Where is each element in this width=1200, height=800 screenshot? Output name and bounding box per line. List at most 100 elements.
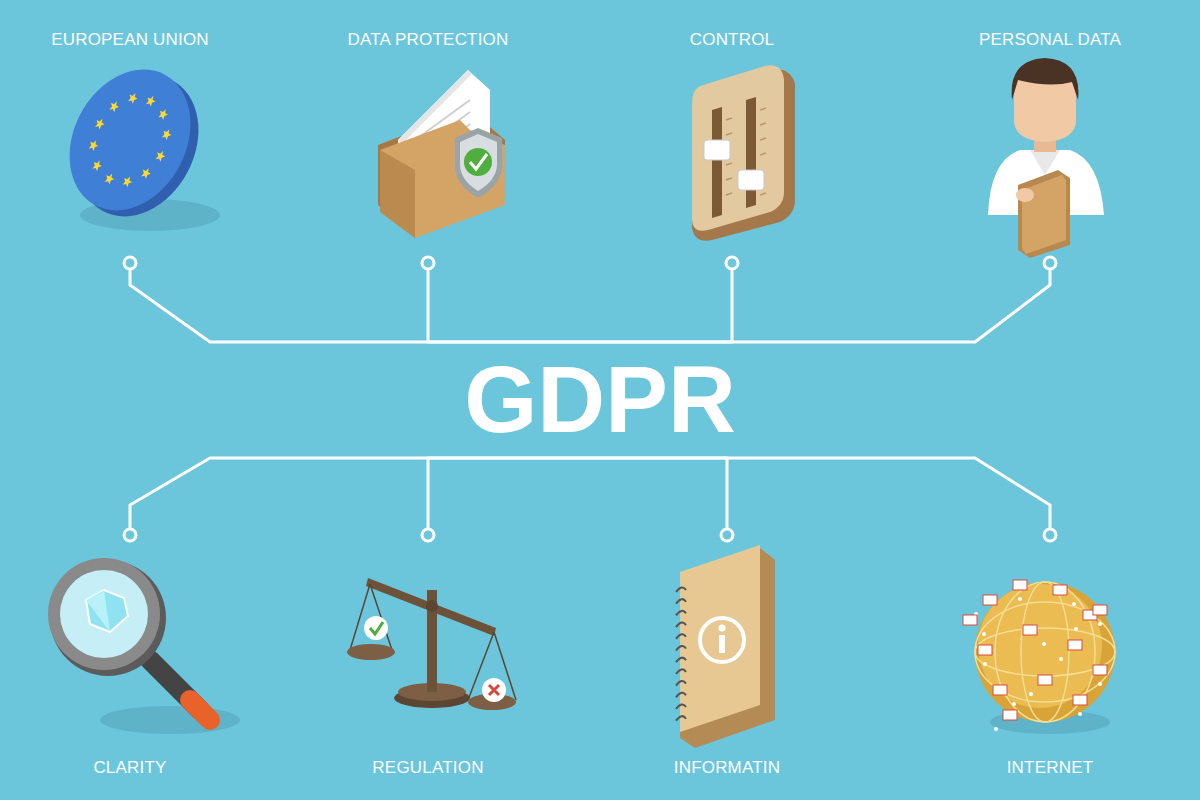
globe-icon-part-part bbox=[1013, 580, 1027, 590]
internet-node: INTERNET bbox=[950, 535, 1150, 791]
item-label: CLARITY bbox=[93, 758, 166, 778]
terminal-dot-part bbox=[422, 529, 434, 541]
globe-icon-part-part bbox=[1078, 712, 1082, 716]
item-label: REGULATION bbox=[372, 758, 483, 778]
notebook-icon-part-part bbox=[676, 623, 686, 628]
magnifier-icon-part bbox=[86, 590, 110, 632]
control-panel-icon-part-part bbox=[726, 133, 732, 135]
eu-flag-coin-part-part bbox=[121, 174, 134, 188]
magnifier-icon bbox=[48, 558, 240, 734]
regulation-node: REGULATION bbox=[318, 535, 538, 791]
item-label: INTERNET bbox=[1007, 758, 1094, 778]
control-panel-icon-part bbox=[738, 170, 764, 190]
item-label: PERSONAL DATA bbox=[979, 30, 1121, 50]
terminal-dot bbox=[124, 257, 1056, 541]
magnifier-icon-part bbox=[60, 570, 148, 658]
notebook-icon-part-part bbox=[676, 669, 686, 674]
globe-icon-part-part bbox=[1023, 625, 1037, 635]
scales-icon-part bbox=[489, 685, 499, 695]
branch-connector bbox=[428, 458, 600, 535]
item-label: CONTROL bbox=[690, 30, 775, 50]
control-panel-icon-part bbox=[746, 97, 756, 208]
information-node: INFORMATIN bbox=[627, 535, 827, 791]
globe-icon-part-part bbox=[1012, 702, 1016, 706]
notebook-icon-part-part bbox=[676, 599, 686, 604]
control-panel-icon-part-part bbox=[760, 153, 766, 155]
notebook-icon-part bbox=[700, 618, 744, 662]
notebook-icon-part-part bbox=[676, 704, 686, 709]
globe-icon-part-part bbox=[1021, 582, 1069, 722]
scales-icon bbox=[347, 578, 516, 710]
branch-connector bbox=[428, 263, 600, 342]
magnifier-icon-part bbox=[86, 590, 128, 632]
globe-icon-part-part bbox=[1059, 657, 1063, 661]
globe-icon-part-part bbox=[1018, 597, 1022, 601]
globe-icon-part-part bbox=[1093, 605, 1107, 615]
globe-icon-part-part bbox=[978, 645, 992, 655]
branch-connector bbox=[600, 263, 1050, 342]
globe-icon-part-part bbox=[982, 632, 986, 636]
gdpr-hub: GDPR bbox=[440, 342, 760, 458]
eu-flag-coin-part-part bbox=[93, 117, 106, 131]
folder-icon-part bbox=[380, 150, 415, 238]
globe-icon-part-part bbox=[1068, 640, 1082, 650]
person-icon-part bbox=[1016, 188, 1034, 202]
globe-icon-part bbox=[975, 582, 1115, 722]
personal-data-node: PERSONAL DATA bbox=[950, 25, 1150, 263]
terminal-dot-part bbox=[124, 529, 136, 541]
terminal-dot-part bbox=[1044, 529, 1056, 541]
branch-connector bbox=[130, 458, 600, 535]
eu-flag-coin-part-part bbox=[160, 127, 173, 141]
globe-icon-part-part bbox=[1073, 695, 1087, 705]
branch-connector bbox=[600, 458, 1050, 535]
eu-flag-coin-part-part bbox=[154, 149, 167, 163]
notebook-icon-part-part bbox=[676, 658, 686, 663]
terminal-dot-part bbox=[124, 257, 136, 269]
globe-icon-part-part bbox=[983, 662, 987, 666]
globe-icon-part-part bbox=[994, 727, 998, 731]
globe-icon-part-part bbox=[1093, 665, 1107, 675]
control-panel-icon-part bbox=[704, 140, 730, 160]
globe-icon-part-part bbox=[1029, 692, 1033, 696]
eu-flag-coin-part-part bbox=[87, 138, 100, 152]
data-protection-node: DATA PROTECTION bbox=[318, 25, 538, 263]
control-panel-icon-part bbox=[712, 107, 722, 218]
hub-title: GDPR bbox=[464, 350, 736, 450]
globe-icon-part-part bbox=[1042, 642, 1046, 646]
notebook-icon-part-part bbox=[676, 646, 686, 651]
notebook-icon-part-part bbox=[676, 587, 686, 592]
item-label: INFORMATIN bbox=[674, 758, 781, 778]
branch-connector bbox=[600, 458, 727, 535]
notebook-icon-part-part bbox=[676, 716, 686, 721]
control-panel-icon-part-part bbox=[760, 108, 766, 110]
globe-icon-part-part bbox=[1072, 602, 1076, 606]
globe-icon-part-part bbox=[1038, 675, 1052, 685]
eu-flag-coin-part-part bbox=[127, 91, 140, 105]
globe-icon-part-part bbox=[1098, 622, 1102, 626]
globe-icon-part bbox=[975, 582, 1115, 722]
scales-icon-part bbox=[364, 616, 388, 640]
terminal-dot-part bbox=[422, 257, 434, 269]
notebook-icon bbox=[676, 545, 775, 748]
scales-icon-part bbox=[426, 600, 438, 612]
globe-icon-part-part bbox=[1003, 710, 1017, 720]
magnifier-icon-part bbox=[190, 700, 210, 720]
notebook-icon-part bbox=[676, 587, 686, 720]
person-icon-part bbox=[1018, 170, 1070, 258]
notebook-icon-part bbox=[719, 635, 725, 653]
eu-flag-coin-part-part bbox=[157, 107, 170, 121]
eu-flag-coin-part bbox=[73, 78, 188, 202]
folder-icon-part bbox=[455, 128, 502, 198]
folder-icon bbox=[378, 70, 505, 238]
notebook-icon-part-part bbox=[676, 634, 686, 639]
scales-icon-part bbox=[347, 644, 395, 660]
eu-flag-coin-part-part bbox=[91, 158, 104, 172]
person-icon bbox=[988, 58, 1104, 258]
scales-icon-part bbox=[427, 590, 437, 692]
globe-icon-part-part bbox=[993, 685, 1007, 695]
person-icon-part bbox=[1022, 175, 1066, 254]
folder-icon-part bbox=[460, 134, 497, 191]
eu-flag-coin-part bbox=[46, 48, 214, 231]
eu-flag-coin-part-part bbox=[140, 166, 153, 180]
clarity-node: CLARITY bbox=[30, 535, 230, 791]
